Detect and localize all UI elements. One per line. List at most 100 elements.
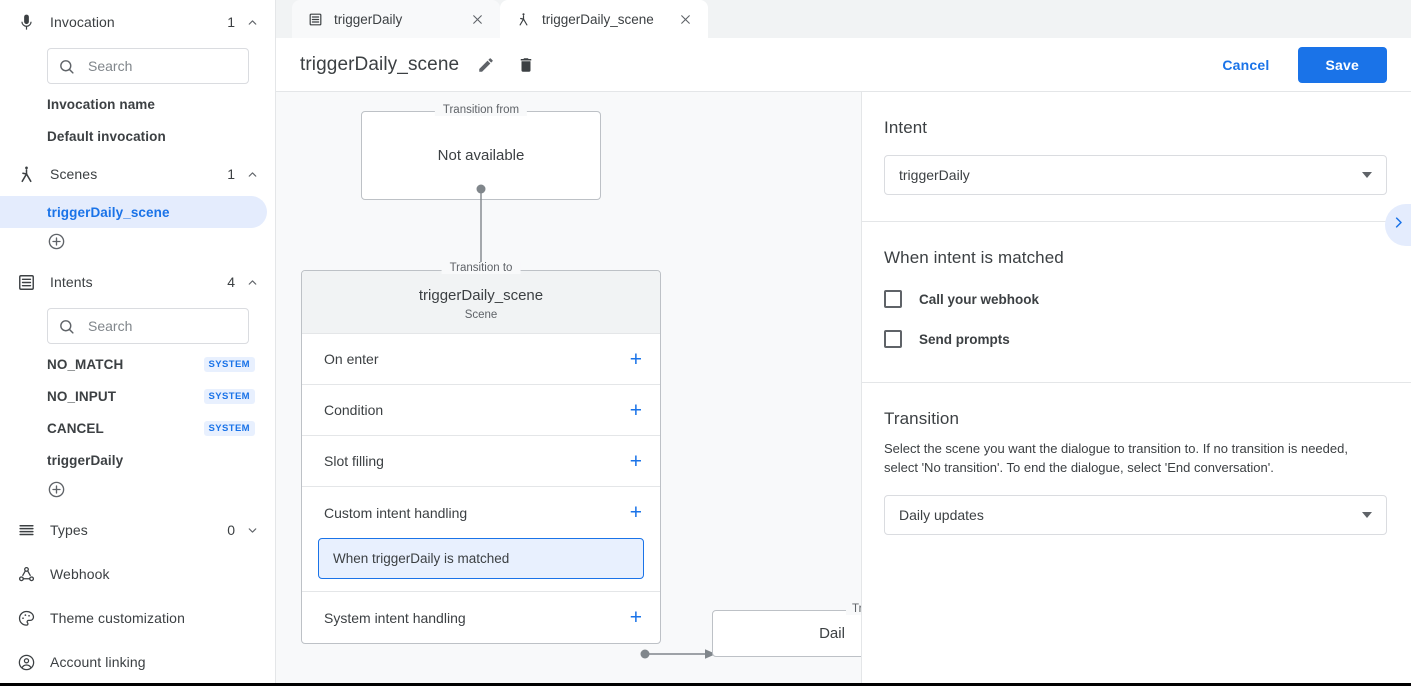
chevron-down-icon — [1362, 511, 1372, 518]
sidebar-item-invocation-name[interactable]: Invocation name — [0, 88, 267, 120]
sidebar-section-types[interactable]: Types 0 — [0, 508, 275, 552]
sidebar-item-label: Theme customization — [50, 610, 185, 626]
tab-strip: triggerDaily triggerDaily_scene — [276, 0, 1411, 38]
custom-intent-handlers: When triggerDaily is matched — [302, 538, 660, 592]
sidebar-section-label: Scenes — [50, 166, 98, 182]
sidebar-section-scenes[interactable]: Scenes 1 — [0, 152, 275, 196]
close-icon[interactable] — [468, 10, 486, 28]
transition-target-label: Dail — [819, 625, 845, 642]
sidebar-item-webhook[interactable]: Webhook — [0, 552, 275, 596]
sidebar-item-triggerdaily-scene[interactable]: triggerDaily_scene — [0, 196, 267, 228]
scene-row-label: Custom intent handling — [324, 504, 468, 521]
sidebar: Invocation 1 Invocation name Default inv… — [0, 0, 276, 686]
scene-node[interactable]: Transition to triggerDaily_scene Scene O… — [301, 262, 661, 644]
body-row: Transition from Not available Transition… — [276, 92, 1411, 686]
status-badge: SYSTEM — [203, 420, 255, 436]
checkbox-call-your-webhook[interactable]: Call your webhook — [884, 290, 1387, 308]
search-icon — [58, 58, 76, 75]
checkbox-box[interactable] — [884, 290, 902, 308]
add-intent-button[interactable] — [0, 476, 275, 508]
sidebar-section-invocation[interactable]: Invocation 1 — [0, 0, 275, 44]
invocation-search[interactable] — [47, 48, 271, 84]
plus-circle-icon — [47, 232, 66, 256]
sidebar-section-label: Types — [50, 522, 88, 538]
scene-row-condition[interactable]: Condition + — [302, 385, 660, 436]
microphone-icon — [14, 13, 38, 32]
scene-card-header: triggerDaily_scene Scene — [302, 271, 660, 334]
page-title: triggerDaily_scene — [300, 53, 460, 75]
sidebar-section-count: 0 — [227, 522, 235, 538]
scene-row-on-enter[interactable]: On enter + — [302, 334, 660, 385]
chevron-down-icon — [1362, 172, 1372, 178]
plus-icon[interactable]: + — [629, 501, 642, 524]
plus-icon[interactable]: + — [629, 449, 642, 473]
status-badge: SYSTEM — [203, 356, 255, 372]
sidebar-item-label: NO_MATCH — [47, 356, 124, 372]
checkbox-box[interactable] — [884, 330, 902, 348]
status-badge: SYSTEM — [203, 388, 255, 404]
sidebar-section-label: Invocation — [50, 14, 115, 30]
types-icon — [14, 521, 38, 540]
scene-name: triggerDaily_scene — [418, 287, 544, 304]
sidebar-item-label: Invocation name — [47, 96, 156, 112]
chevron-up-icon — [245, 15, 259, 29]
scene-row-slot-filling[interactable]: Slot filling + — [302, 436, 660, 487]
transition-from-value: Not available — [437, 147, 525, 164]
cancel-button[interactable]: Cancel — [1208, 49, 1283, 81]
checkbox-label: Call your webhook — [919, 291, 1040, 307]
transition-select[interactable]: Daily updates — [884, 494, 1387, 535]
save-button[interactable]: Save — [1297, 46, 1387, 83]
invocation-search-input[interactable] — [86, 57, 271, 75]
intents-search-input[interactable] — [86, 317, 271, 335]
close-icon[interactable] — [676, 10, 694, 28]
add-scene-button[interactable] — [0, 228, 275, 260]
sidebar-item-no-input[interactable]: NO_INPUT SYSTEM — [0, 380, 267, 412]
plus-icon[interactable]: + — [629, 347, 642, 371]
intents-search[interactable] — [47, 308, 271, 344]
intent-section: Intent triggerDaily — [862, 92, 1411, 222]
scene-canvas[interactable]: Transition from Not available Transition… — [276, 92, 862, 686]
tab-triggerdaily-scene[interactable]: triggerDaily_scene — [500, 0, 708, 38]
sidebar-section-intents[interactable]: Intents 4 — [0, 260, 275, 304]
sidebar-item-cancel[interactable]: CANCEL SYSTEM — [0, 412, 267, 444]
tab-label: triggerDaily_scene — [542, 11, 654, 27]
content-area: triggerDaily triggerDaily_scene triggerD… — [276, 0, 1411, 686]
sidebar-item-label: Webhook — [50, 566, 110, 582]
plus-icon[interactable]: + — [629, 606, 642, 629]
intents-icon — [14, 273, 38, 292]
scene-card: Transition to triggerDaily_scene Scene O… — [301, 262, 661, 644]
trash-icon[interactable] — [517, 56, 535, 74]
transition-description: Select the scene you want the dialogue t… — [884, 441, 1348, 475]
sidebar-section-label: Intents — [50, 274, 93, 290]
scenes-icon — [14, 165, 38, 184]
intent-handler-chip[interactable]: When triggerDaily is matched — [318, 538, 644, 579]
transition-select-value: Daily updates — [899, 506, 984, 523]
page-header: triggerDaily_scene Cancel Save — [276, 38, 1411, 92]
scene-row-system-intent-handling[interactable]: System intent handling + — [302, 592, 660, 643]
chevron-right-icon — [1391, 215, 1406, 235]
sidebar-item-account-linking[interactable]: Account linking — [0, 640, 275, 684]
sidebar-item-no-match[interactable]: NO_MATCH SYSTEM — [0, 348, 267, 380]
sidebar-item-triggerdaily[interactable]: triggerDaily — [0, 444, 267, 476]
tab-label: triggerDaily — [334, 11, 403, 27]
intent-select[interactable]: triggerDaily — [884, 155, 1387, 195]
sidebar-item-label: Account linking — [50, 654, 146, 670]
plus-icon[interactable]: + — [629, 398, 642, 422]
sidebar-item-label: triggerDaily — [47, 452, 124, 468]
transition-target-legend: Tr — [846, 603, 861, 615]
pencil-icon[interactable] — [477, 56, 495, 74]
scene-row-custom-intent-handling[interactable]: Custom intent handling + — [302, 487, 660, 538]
sidebar-item-theme-customization[interactable]: Theme customization — [0, 596, 275, 640]
transition-to-legend: Transition to — [441, 262, 521, 274]
sidebar-item-label: triggerDaily_scene — [47, 204, 170, 220]
transition-target-node[interactable]: Dail — [712, 610, 861, 657]
connector-chip-target — [640, 649, 716, 659]
checkbox-label: Send prompts — [919, 331, 1010, 347]
checkbox-send-prompts[interactable]: Send prompts — [884, 330, 1387, 348]
intent-select-value: triggerDaily — [899, 167, 970, 183]
palette-icon — [14, 609, 38, 628]
transition-section: Transition Select the scene you want the… — [862, 383, 1411, 561]
sidebar-item-default-invocation[interactable]: Default invocation — [0, 120, 267, 152]
tab-triggerdaily[interactable]: triggerDaily — [292, 0, 500, 38]
